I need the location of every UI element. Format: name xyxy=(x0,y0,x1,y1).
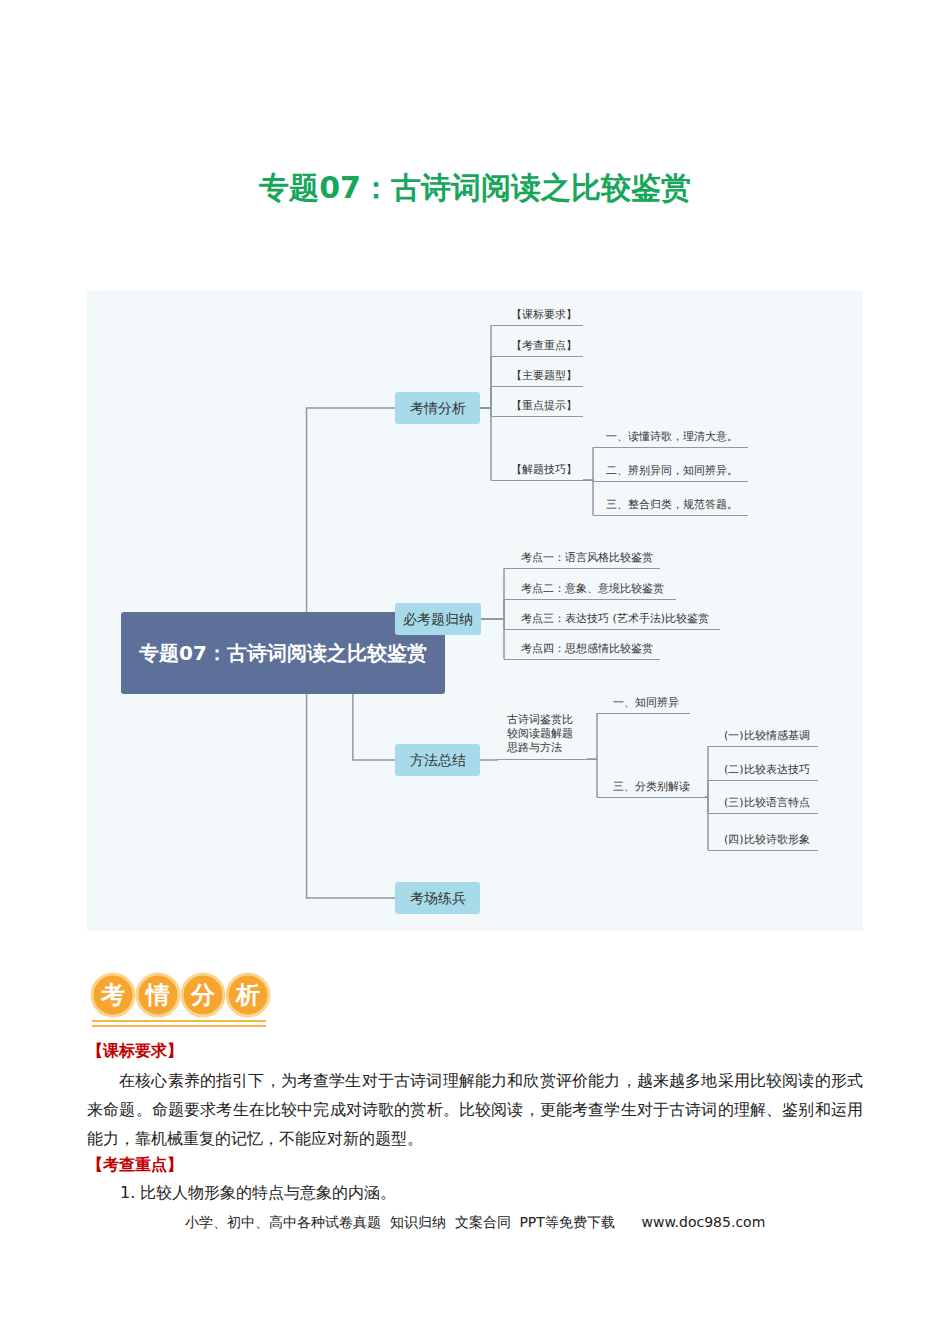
branch-connector xyxy=(481,568,504,619)
leaf-topic: (四)比较诗歌形象 xyxy=(708,832,818,851)
leaf-topic: 三、整合归类，规范答题。 xyxy=(593,497,748,516)
branch-connector xyxy=(480,356,491,408)
node-text: 【主要题型】 xyxy=(511,368,577,383)
leaf-topic: (一)比较情感基调 xyxy=(708,728,818,747)
node-text: 方法总结 xyxy=(410,750,466,770)
branch-box: 考场练兵 xyxy=(395,882,480,914)
leaf-topic: 考点四：思想感情比较鉴赏 xyxy=(504,641,660,660)
node-text: 【课标要求】 xyxy=(511,307,577,322)
body-paragraph: 在核心素养的指引下，为考查学生对于古诗词理解能力和欣赏评价能力，越来越多地采用比… xyxy=(87,1066,863,1153)
text-topic: 古诗词鉴赏比较阅读题解题思路与方法 xyxy=(497,713,587,760)
list-item-box: 1. 比较人物形象的特点与意象的内涵。 xyxy=(120,1181,820,1205)
body-paragraph-box: 在核心素养的指引下，为考查学生对于古诗词理解能力和欣赏评价能力，越来越多地采用比… xyxy=(87,1066,863,1153)
branch-box: 方法总结 xyxy=(395,744,480,776)
leaf-topic: 【考查重点】 xyxy=(491,338,583,357)
branch-connector xyxy=(481,619,504,659)
node-text: 二、辨别异同，知同辨异。 xyxy=(606,463,742,478)
leaf-topic: (二)比较表达技巧 xyxy=(708,762,818,781)
node-text: (一)比较情感基调 xyxy=(724,728,812,743)
leaf-topic: 【重点提示】 xyxy=(491,398,583,417)
leaf-topic: 一、读懂诗歌，理清大意。 xyxy=(593,429,748,448)
branch-connector xyxy=(481,599,504,619)
leaf-topic: 二、辨别异同，知同辨异。 xyxy=(593,463,748,482)
leaf-topic: 【主要题型】 xyxy=(491,368,583,387)
footer-note: 小学、初中、高中各种试卷真题 知识归纳 文案合同 PPT等免费下载 www.do… xyxy=(100,1212,850,1232)
node-text: 考点三：表达技巧 (艺术手法)比较鉴赏 xyxy=(521,611,714,626)
banner-text-box: 考情分析 xyxy=(101,980,301,1010)
branch-connector xyxy=(307,408,395,612)
branch-connector xyxy=(480,386,491,408)
leaf-topic: 考点一：语言风格比较鉴赏 xyxy=(504,550,660,569)
node-text: 考点一：语言风格比较鉴赏 xyxy=(521,550,654,565)
list-item: 1. 比较人物形象的特点与意象的内涵。 xyxy=(120,1181,820,1205)
node-text: (四)比较诗歌形象 xyxy=(724,832,812,847)
node-text: (三)比较语言特点 xyxy=(724,795,812,810)
leaf-topic: 【解题技巧】 xyxy=(491,462,583,481)
node-text: 【解题技巧】 xyxy=(511,462,577,477)
branch-box: 考情分析 xyxy=(395,392,480,424)
branch-connector xyxy=(587,713,597,759)
leaf-topic: (三)比较语言特点 xyxy=(708,795,818,814)
node-text: 必考题归纳 xyxy=(403,609,473,629)
node-text: (二)比较表达技巧 xyxy=(724,762,812,777)
section-heading-box: 【课标要求】 xyxy=(87,1039,387,1063)
branch-connector xyxy=(353,694,395,760)
node-text: 【考查重点】 xyxy=(511,338,577,353)
banner-stripe xyxy=(92,1025,266,1027)
branch-connector xyxy=(307,694,395,898)
node-text: 三、整合归类，规范答题。 xyxy=(606,497,742,512)
branch-connector xyxy=(480,408,491,416)
leaf-topic: 考点三：表达技巧 (艺术手法)比较鉴赏 xyxy=(504,611,720,630)
node-text: 专题07：古诗词阅读之比较鉴赏 xyxy=(139,638,427,668)
section-heading: 【课标要求】 xyxy=(87,1039,387,1063)
node-text: 三、分类别解读 xyxy=(613,779,699,794)
node-text: 一、读懂诗歌，理清大意。 xyxy=(606,429,742,444)
branch-connector xyxy=(481,619,504,629)
section-heading: 【考查重点】 xyxy=(87,1153,387,1177)
footer-note-box: 小学、初中、高中各种试卷真题 知识归纳 文案合同 PPT等免费下载 www.do… xyxy=(100,1212,850,1232)
node-text: 考点二：意象、意境比较鉴赏 xyxy=(521,581,670,596)
node-text: 考情分析 xyxy=(410,398,466,418)
title-text: 专题07：古诗词阅读之比较鉴赏 xyxy=(259,170,691,205)
branch-connector xyxy=(583,480,593,515)
leaf-topic: 【课标要求】 xyxy=(491,307,583,326)
page-title: 专题07：古诗词阅读之比较鉴赏 xyxy=(0,168,950,208)
banner-stripe xyxy=(92,1020,266,1022)
branch-connector xyxy=(480,759,497,761)
branch-connector xyxy=(480,325,491,408)
node-text: 考场练兵 xyxy=(410,888,466,908)
branch-connector xyxy=(587,759,597,797)
node-text: 【重点提示】 xyxy=(511,398,577,413)
branch-connector xyxy=(583,447,593,480)
branch-connector xyxy=(480,408,491,480)
section-heading-box: 【考查重点】 xyxy=(87,1153,387,1177)
node-text: 一、知同辨异 xyxy=(613,695,684,710)
banner-text: 考情分析 xyxy=(101,980,301,1010)
leaf-topic: 一、知同辨异 xyxy=(597,695,690,714)
leaf-topic: 考点二：意象、意境比较鉴赏 xyxy=(504,581,676,600)
branch-box: 必考题归纳 xyxy=(395,603,481,635)
leaf-topic: 三、分类别解读 xyxy=(597,779,705,798)
node-text: 古诗词鉴赏比较阅读题解题思路与方法 xyxy=(507,713,577,755)
node-text: 考点四：思想感情比较鉴赏 xyxy=(521,641,654,656)
diagram-panel xyxy=(87,291,863,931)
